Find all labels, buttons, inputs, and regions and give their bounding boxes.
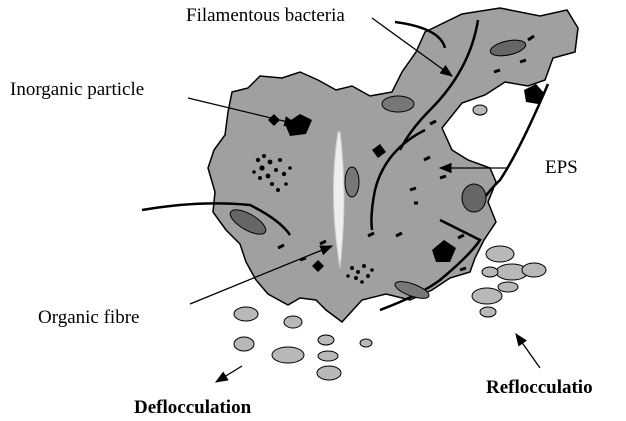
label-organic-fibre: Organic fibre <box>38 308 139 327</box>
arrow-reflocculation <box>516 334 540 368</box>
eps-ellipse-right <box>462 184 486 212</box>
label-deflocculation: Deflocculation <box>134 398 251 417</box>
eps-ellipse-center <box>345 167 359 197</box>
label-eps: EPS <box>545 158 578 177</box>
label-reflocculation: Reflocculatio <box>486 378 593 397</box>
eps-ellipse-left <box>382 96 414 112</box>
dispersed-particles-left <box>234 307 372 380</box>
label-filamentous-bacteria: Filamentous bacteria <box>186 6 345 25</box>
label-inorganic-particle: Inorganic particle <box>10 80 144 99</box>
arrow-deflocculation <box>216 366 242 382</box>
